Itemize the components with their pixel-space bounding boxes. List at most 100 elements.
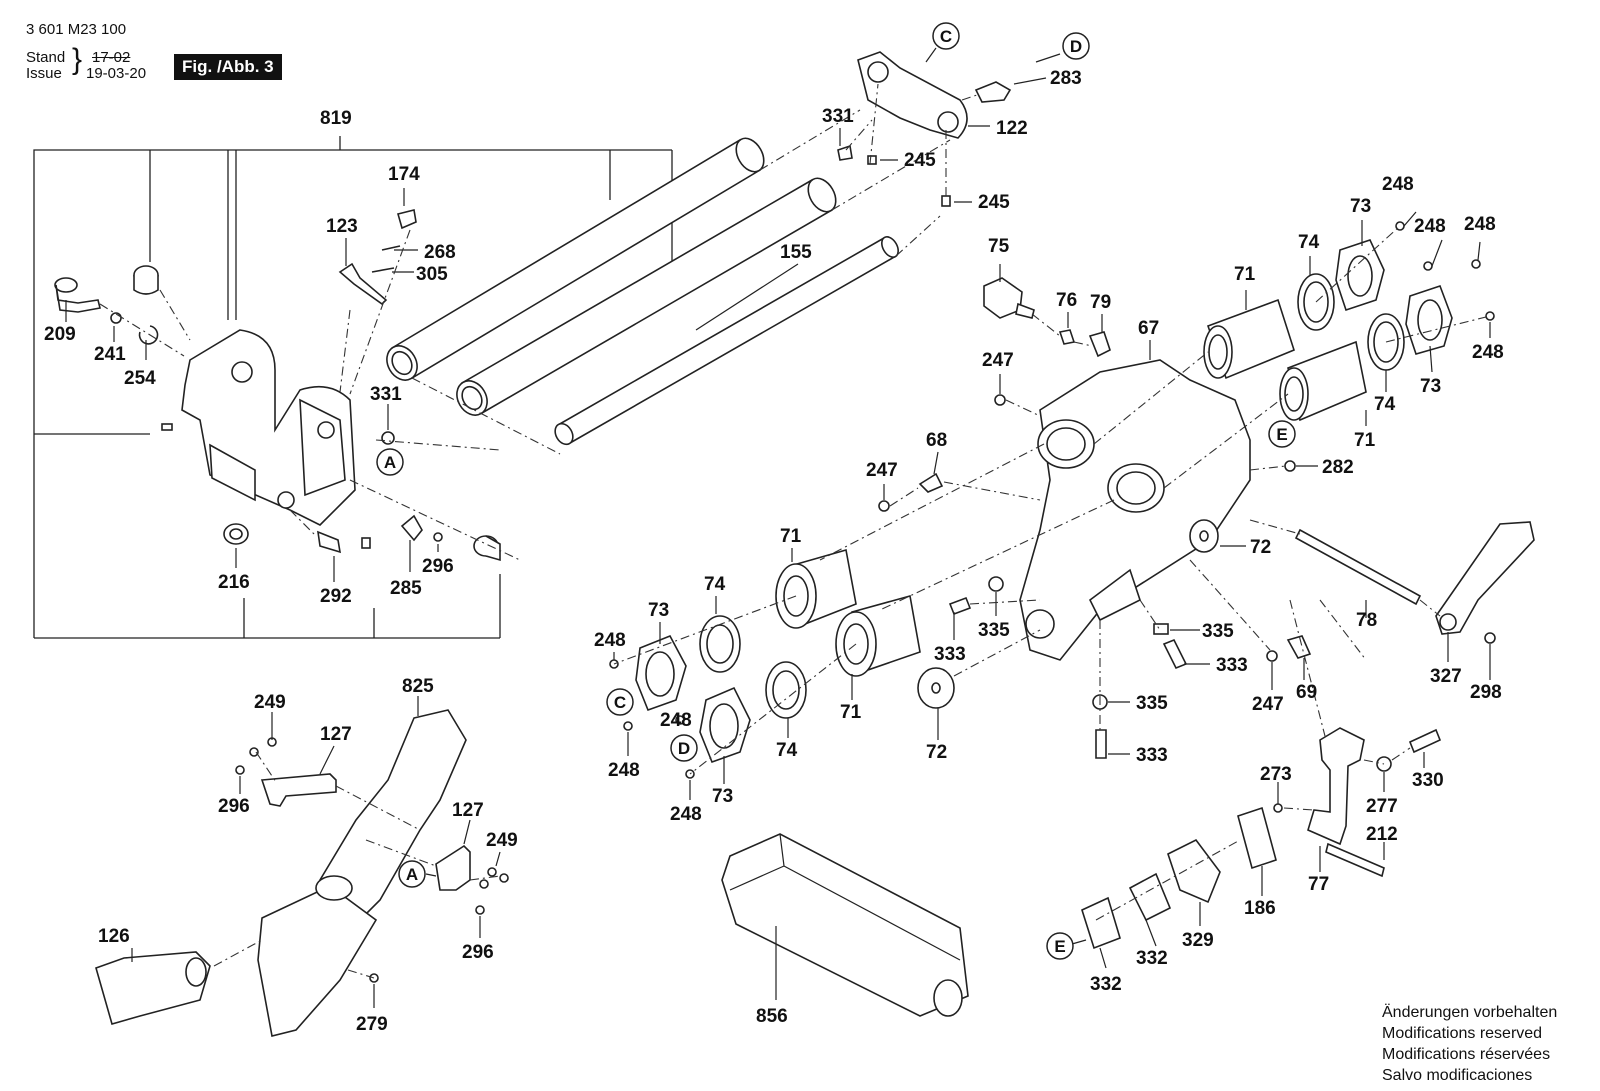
screw-330 xyxy=(1408,728,1442,754)
notice-fr: Modifications réservées xyxy=(1382,1046,1551,1063)
label-305: 305 xyxy=(416,264,448,285)
label-330: 330 xyxy=(1412,770,1444,791)
label-249-b: 249 xyxy=(486,830,518,851)
notice-de: Änderungen vorbehalten xyxy=(1382,1004,1558,1021)
group-819-frame xyxy=(33,136,673,639)
label-127-lower: 127 xyxy=(452,800,484,821)
pin-273 xyxy=(1273,803,1283,813)
pin-245-upper xyxy=(867,155,877,165)
label-78: 78 xyxy=(1356,610,1377,631)
pad-329 xyxy=(1167,838,1221,904)
issue-date: 19-03-20 xyxy=(86,65,147,82)
screw-248-rt-d xyxy=(1485,311,1495,321)
screw-298 xyxy=(1484,632,1496,644)
ref-circle-e-bottom: E xyxy=(1046,932,1074,960)
document-number: 3 601 M23 100 xyxy=(26,21,127,38)
pad-186 xyxy=(1237,806,1277,870)
label-68: 68 xyxy=(926,430,947,451)
label-333-b: 333 xyxy=(1216,655,1248,676)
label-856: 856 xyxy=(756,1006,788,1027)
label-248-ll-b: 248 xyxy=(608,760,640,781)
screw-296-d xyxy=(475,905,485,915)
label-73-ll-b: 73 xyxy=(712,786,733,807)
ring-74-ll-upper xyxy=(699,615,741,673)
pin-small-left xyxy=(361,537,371,549)
sleeve-71-ll-lower xyxy=(835,594,921,677)
stand-date: 17-02 xyxy=(92,49,131,66)
screw-296-b xyxy=(235,765,245,775)
label-335-c: 335 xyxy=(1136,693,1168,714)
label-296-left: 296 xyxy=(422,556,454,577)
clip-68 xyxy=(918,472,944,493)
label-273: 273 xyxy=(1260,764,1292,785)
label-249-a: 249 xyxy=(254,692,286,713)
bushing-top xyxy=(133,265,159,295)
sleeve-right xyxy=(473,535,501,562)
label-248-rt-c: 248 xyxy=(1464,214,1496,235)
label-126: 126 xyxy=(98,926,130,947)
svg-text:D: D xyxy=(678,739,690,758)
clip-254 xyxy=(138,325,159,345)
notice-en: Modifications reserved xyxy=(1382,1025,1543,1042)
brace-glyph: } xyxy=(72,43,83,76)
screw-249-c xyxy=(487,867,497,877)
screw-296-c xyxy=(479,879,489,889)
label-333-c: 333 xyxy=(1136,745,1168,766)
screw-249-d xyxy=(499,873,509,883)
label-75: 75 xyxy=(988,236,1010,257)
screw-248-ll-c xyxy=(675,715,685,725)
dust-chute-825 xyxy=(257,709,467,1037)
screw-247-upper xyxy=(994,394,1006,406)
label-248-ll-d: 248 xyxy=(660,710,692,731)
label-212: 212 xyxy=(1366,824,1398,845)
label-216: 216 xyxy=(218,572,250,593)
label-122: 122 xyxy=(996,118,1028,139)
plate-73-ll-lower xyxy=(699,686,751,764)
ref-circle-d-top: D xyxy=(1062,32,1090,60)
label-69: 69 xyxy=(1296,682,1317,703)
label-248-ll-a: 248 xyxy=(594,630,626,651)
label-186: 186 xyxy=(1244,898,1276,919)
label-67: 67 xyxy=(1138,318,1159,339)
label-245-upper: 245 xyxy=(904,150,936,171)
screw-249-a xyxy=(249,747,259,757)
screw-333-a xyxy=(948,596,972,616)
washer-72-lower xyxy=(917,667,955,709)
clip-285 xyxy=(400,514,423,542)
notice-es: Salvo modificaciones xyxy=(1382,1067,1533,1084)
screw-248-rt-c xyxy=(1471,259,1481,269)
label-73-rt-a: 73 xyxy=(1350,196,1371,217)
sleeve-71-rt-upper xyxy=(1203,298,1295,380)
pin-left xyxy=(161,423,173,431)
pin-212 xyxy=(1325,842,1385,878)
screw-282 xyxy=(1284,460,1296,472)
shaft-78 xyxy=(1294,528,1422,606)
screw-333-c xyxy=(1095,729,1107,759)
label-74-rt-b: 74 xyxy=(1374,394,1396,415)
label-79: 79 xyxy=(1090,292,1111,313)
label-298: 298 xyxy=(1470,682,1502,703)
label-74-ll-a: 74 xyxy=(704,574,726,595)
screw-247-right xyxy=(1266,650,1278,662)
label-277: 277 xyxy=(1366,796,1398,817)
label-329: 329 xyxy=(1182,930,1214,951)
bracket-127-lower xyxy=(435,844,471,891)
screw-331-left xyxy=(381,431,395,445)
pad-332-lower xyxy=(1081,896,1121,950)
label-296-b: 296 xyxy=(218,796,250,817)
nozzle-126 xyxy=(95,951,211,1025)
label-76: 76 xyxy=(1056,290,1077,311)
label-155: 155 xyxy=(780,242,812,263)
svg-text:C: C xyxy=(614,693,626,712)
washer-72-upper xyxy=(1189,519,1219,553)
main-housing-67 xyxy=(1019,359,1251,661)
bracket-77 xyxy=(1307,727,1365,846)
knob-209 xyxy=(54,277,101,313)
tube-bracket-122 xyxy=(857,51,968,139)
plate-73-rt-upper xyxy=(1335,239,1385,312)
spring-76 xyxy=(1058,329,1076,345)
ref-circle-c-left: C xyxy=(606,688,634,716)
label-245-lower: 245 xyxy=(978,192,1010,213)
